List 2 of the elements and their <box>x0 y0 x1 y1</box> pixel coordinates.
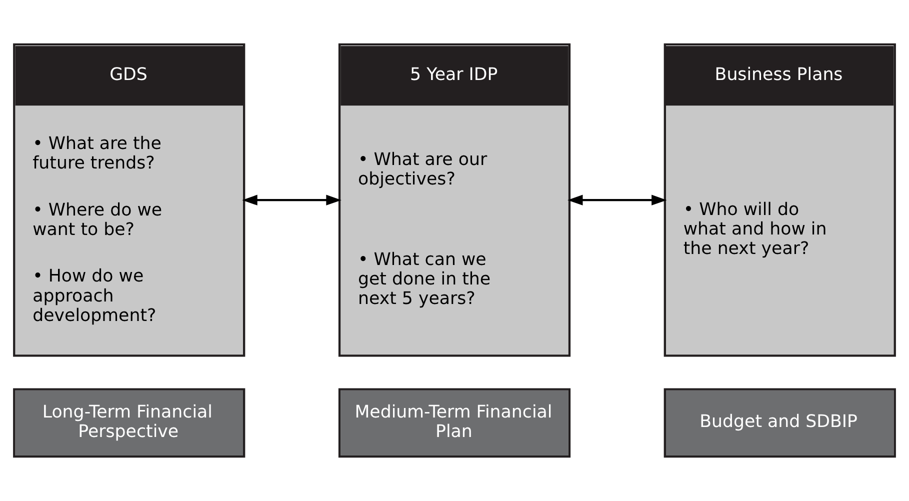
arrow <box>242 194 342 206</box>
arrow <box>568 194 667 206</box>
